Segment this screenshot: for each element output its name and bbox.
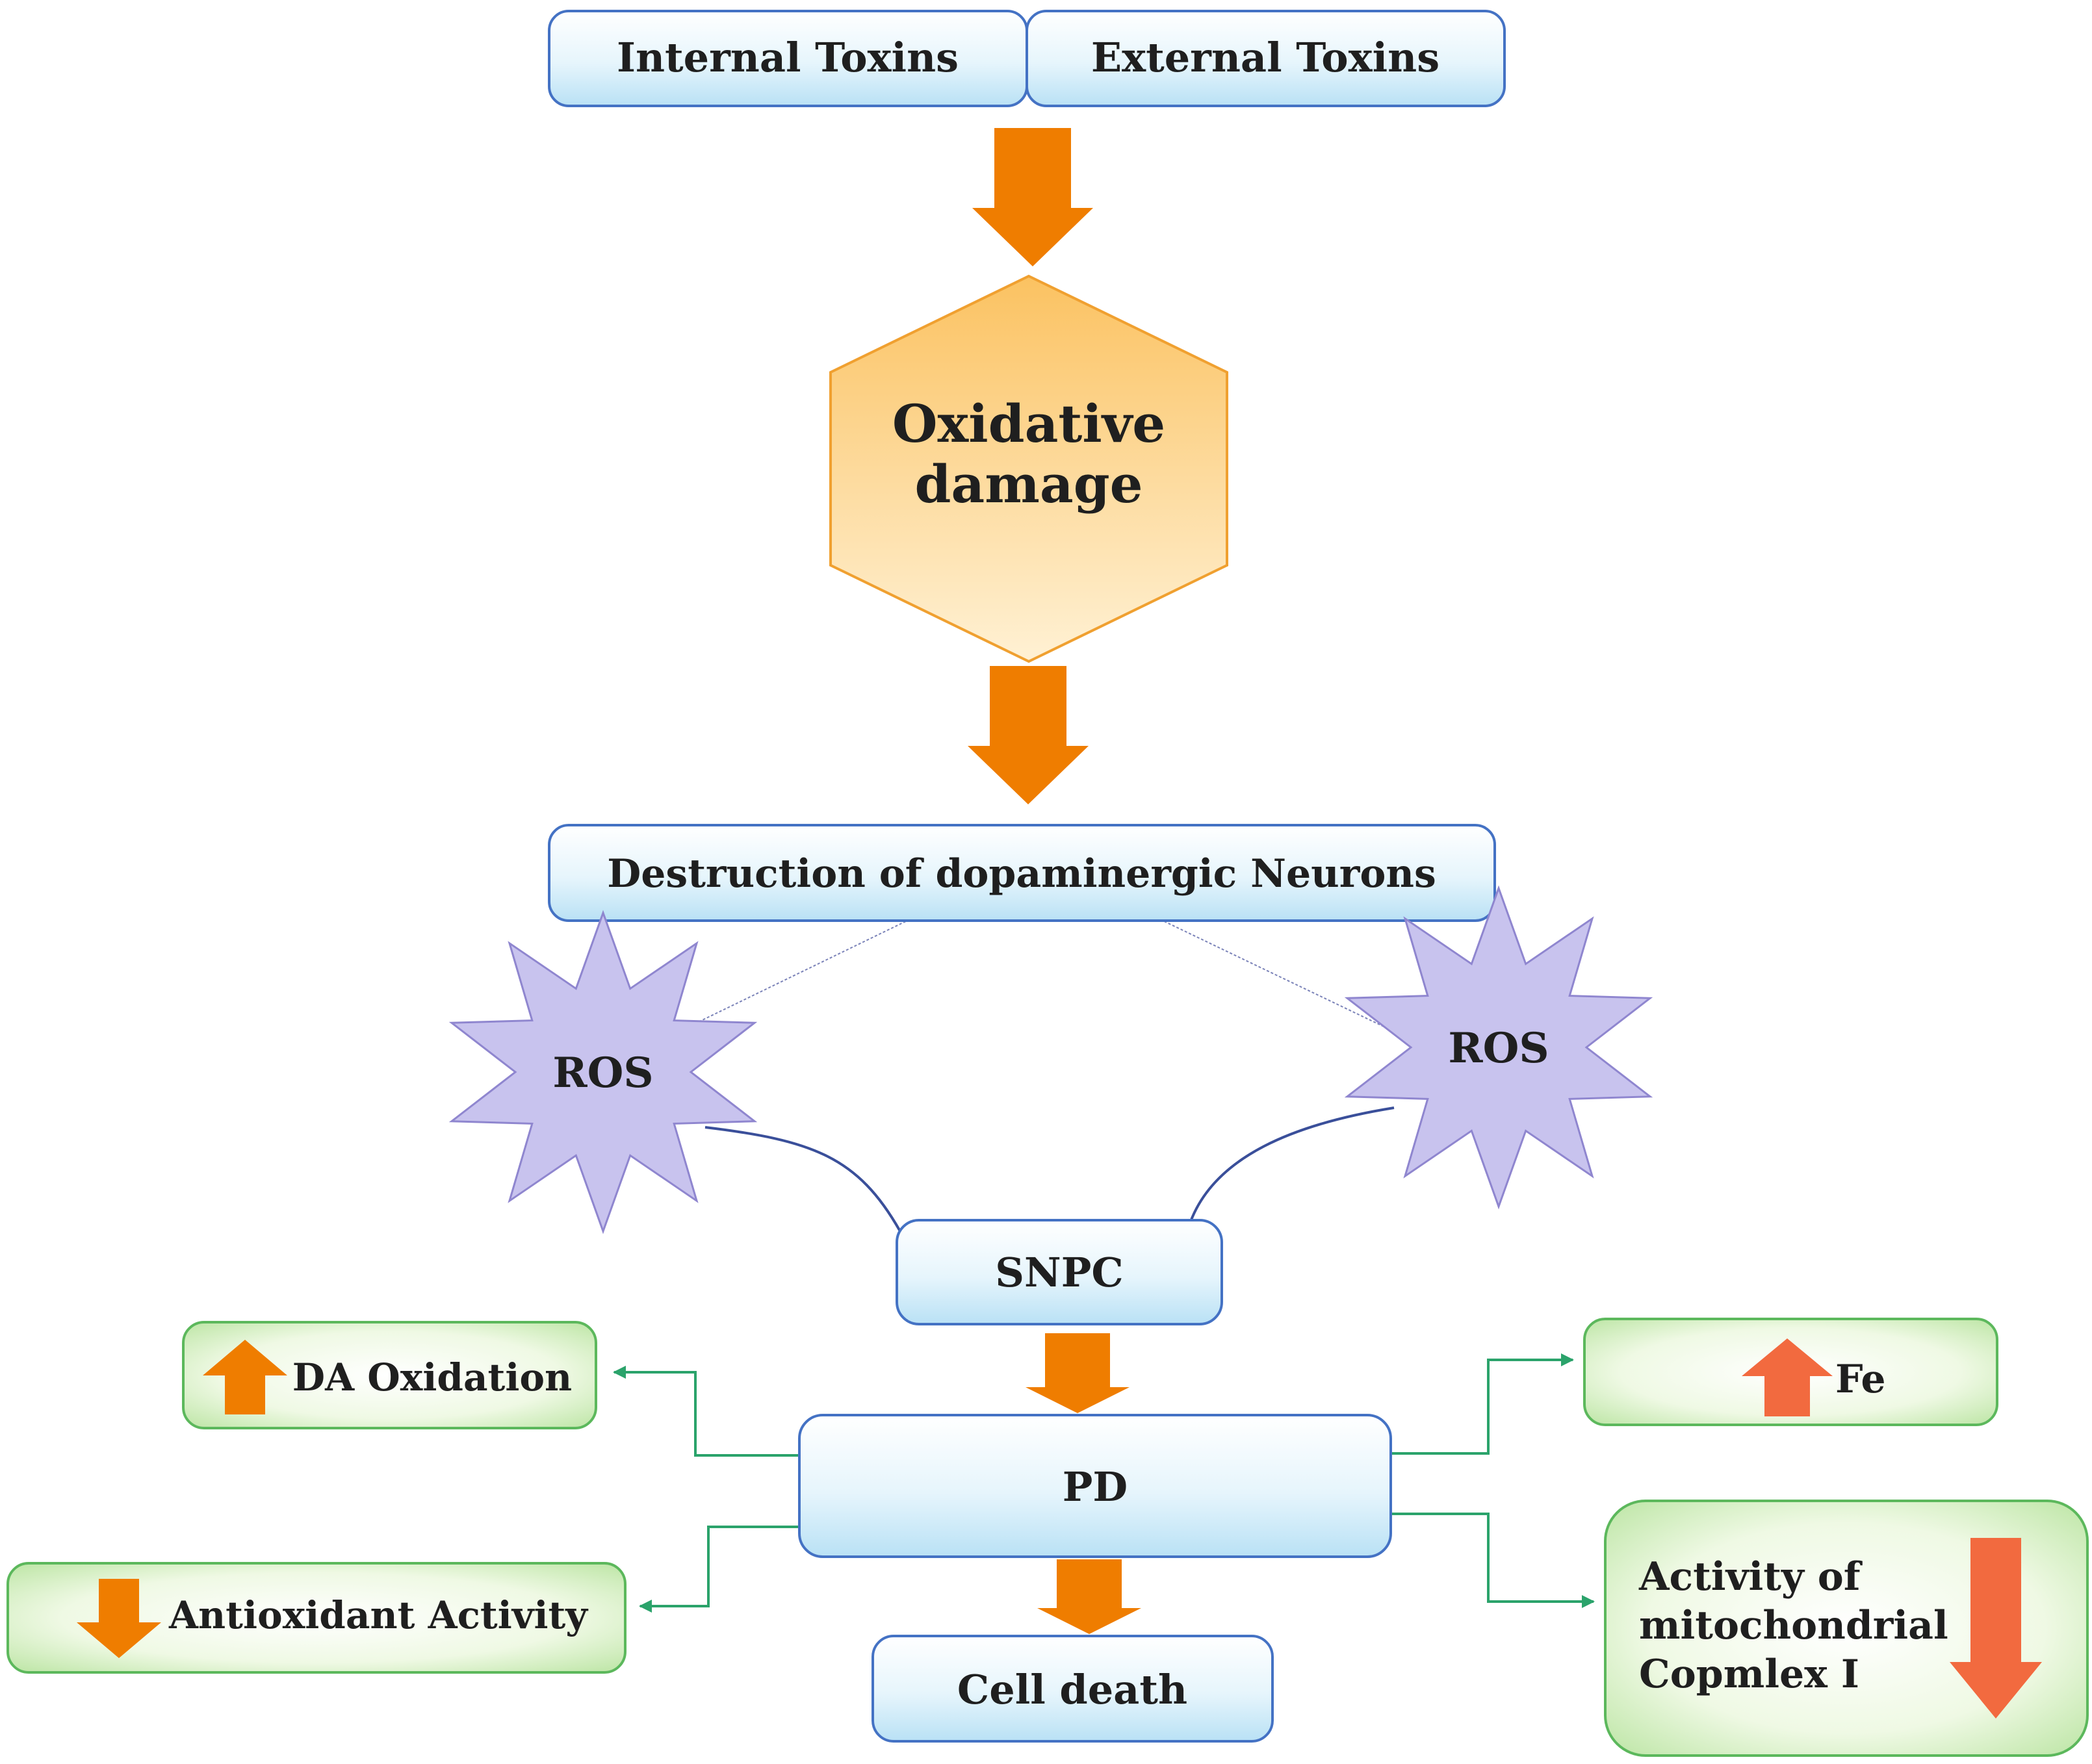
oxidative-damage-label-line1: Oxidative: [892, 393, 1165, 454]
external-toxins-box: External Toxins: [1026, 10, 1506, 107]
complex-activity-label-line2: mitochondrial: [1639, 1603, 1948, 1648]
flow-arrow-snpc-to-pd: [1026, 1333, 1130, 1413]
antioxidant-activity-label: Antioxidant Activity: [168, 1593, 589, 1637]
pd-label: PD: [1063, 1463, 1128, 1511]
connectors: [613, 919, 1595, 1613]
connector-destruction-ros-left: [688, 919, 910, 1027]
connector-pd-da-oxidation: [613, 1366, 799, 1457]
cell-death-label: Cell death: [957, 1666, 1187, 1713]
destruction-label: Destruction of dopaminergic Neurons: [607, 851, 1436, 897]
complex-activity-label-line3: Copmlex I: [1639, 1652, 1859, 1697]
flow-arrow-pd-to-cell-death: [1037, 1559, 1141, 1634]
ros-left-star: ROS: [448, 910, 758, 1234]
oxidative-damage-hexagon: Oxidative damage: [829, 274, 1228, 663]
snpc-box: SNPC: [896, 1219, 1223, 1325]
antioxidant-activity-box: Antioxidant Activity: [6, 1562, 626, 1674]
connector-ros-right-snpc: [1189, 1106, 1395, 1222]
connector-destruction-ros-right: [1159, 919, 1398, 1034]
destruction-box: Destruction of dopaminergic Neurons: [548, 824, 1496, 922]
oxidative-damage-label-line2: damage: [914, 454, 1143, 515]
ros-left-label: ROS: [552, 1049, 653, 1097]
connector-pd-antioxidant: [639, 1526, 799, 1613]
pd-box: PD: [798, 1414, 1392, 1558]
flow-arrow-damage-to-destruction: [968, 666, 1089, 804]
internal-toxins-label: Internal Toxins: [617, 34, 959, 81]
da-oxidation-box: DA Oxidation: [182, 1321, 597, 1429]
da-oxidation-label: DA Oxidation: [292, 1355, 572, 1400]
connector-ros-left-snpc: [704, 1126, 901, 1232]
cell-death-box: Cell death: [872, 1635, 1274, 1743]
connector-pd-fe: [1391, 1353, 1574, 1455]
connector-pd-complex: [1391, 1513, 1595, 1608]
up-arrow-icon: [1742, 1338, 1833, 1416]
down-arrow-icon: [1950, 1538, 2042, 1719]
internal-toxins-box: Internal Toxins: [548, 10, 1028, 107]
flow-arrow-toxins-to-damage: [972, 128, 1093, 266]
up-arrow-icon: [203, 1340, 287, 1414]
fe-box: Fe: [1583, 1318, 1998, 1426]
external-toxins-label: External Toxins: [1091, 34, 1440, 81]
down-arrow-icon: [77, 1579, 161, 1658]
complex-activity-label-line1: Activity of: [1638, 1554, 1863, 1600]
ros-right-star: ROS: [1344, 885, 1653, 1210]
ros-right-label: ROS: [1448, 1024, 1549, 1073]
complex-activity-box: Activity of mitochondrial Copmlex I: [1604, 1500, 2089, 1757]
fe-label: Fe: [1835, 1357, 1886, 1402]
snpc-label: SNPC: [995, 1249, 1123, 1296]
